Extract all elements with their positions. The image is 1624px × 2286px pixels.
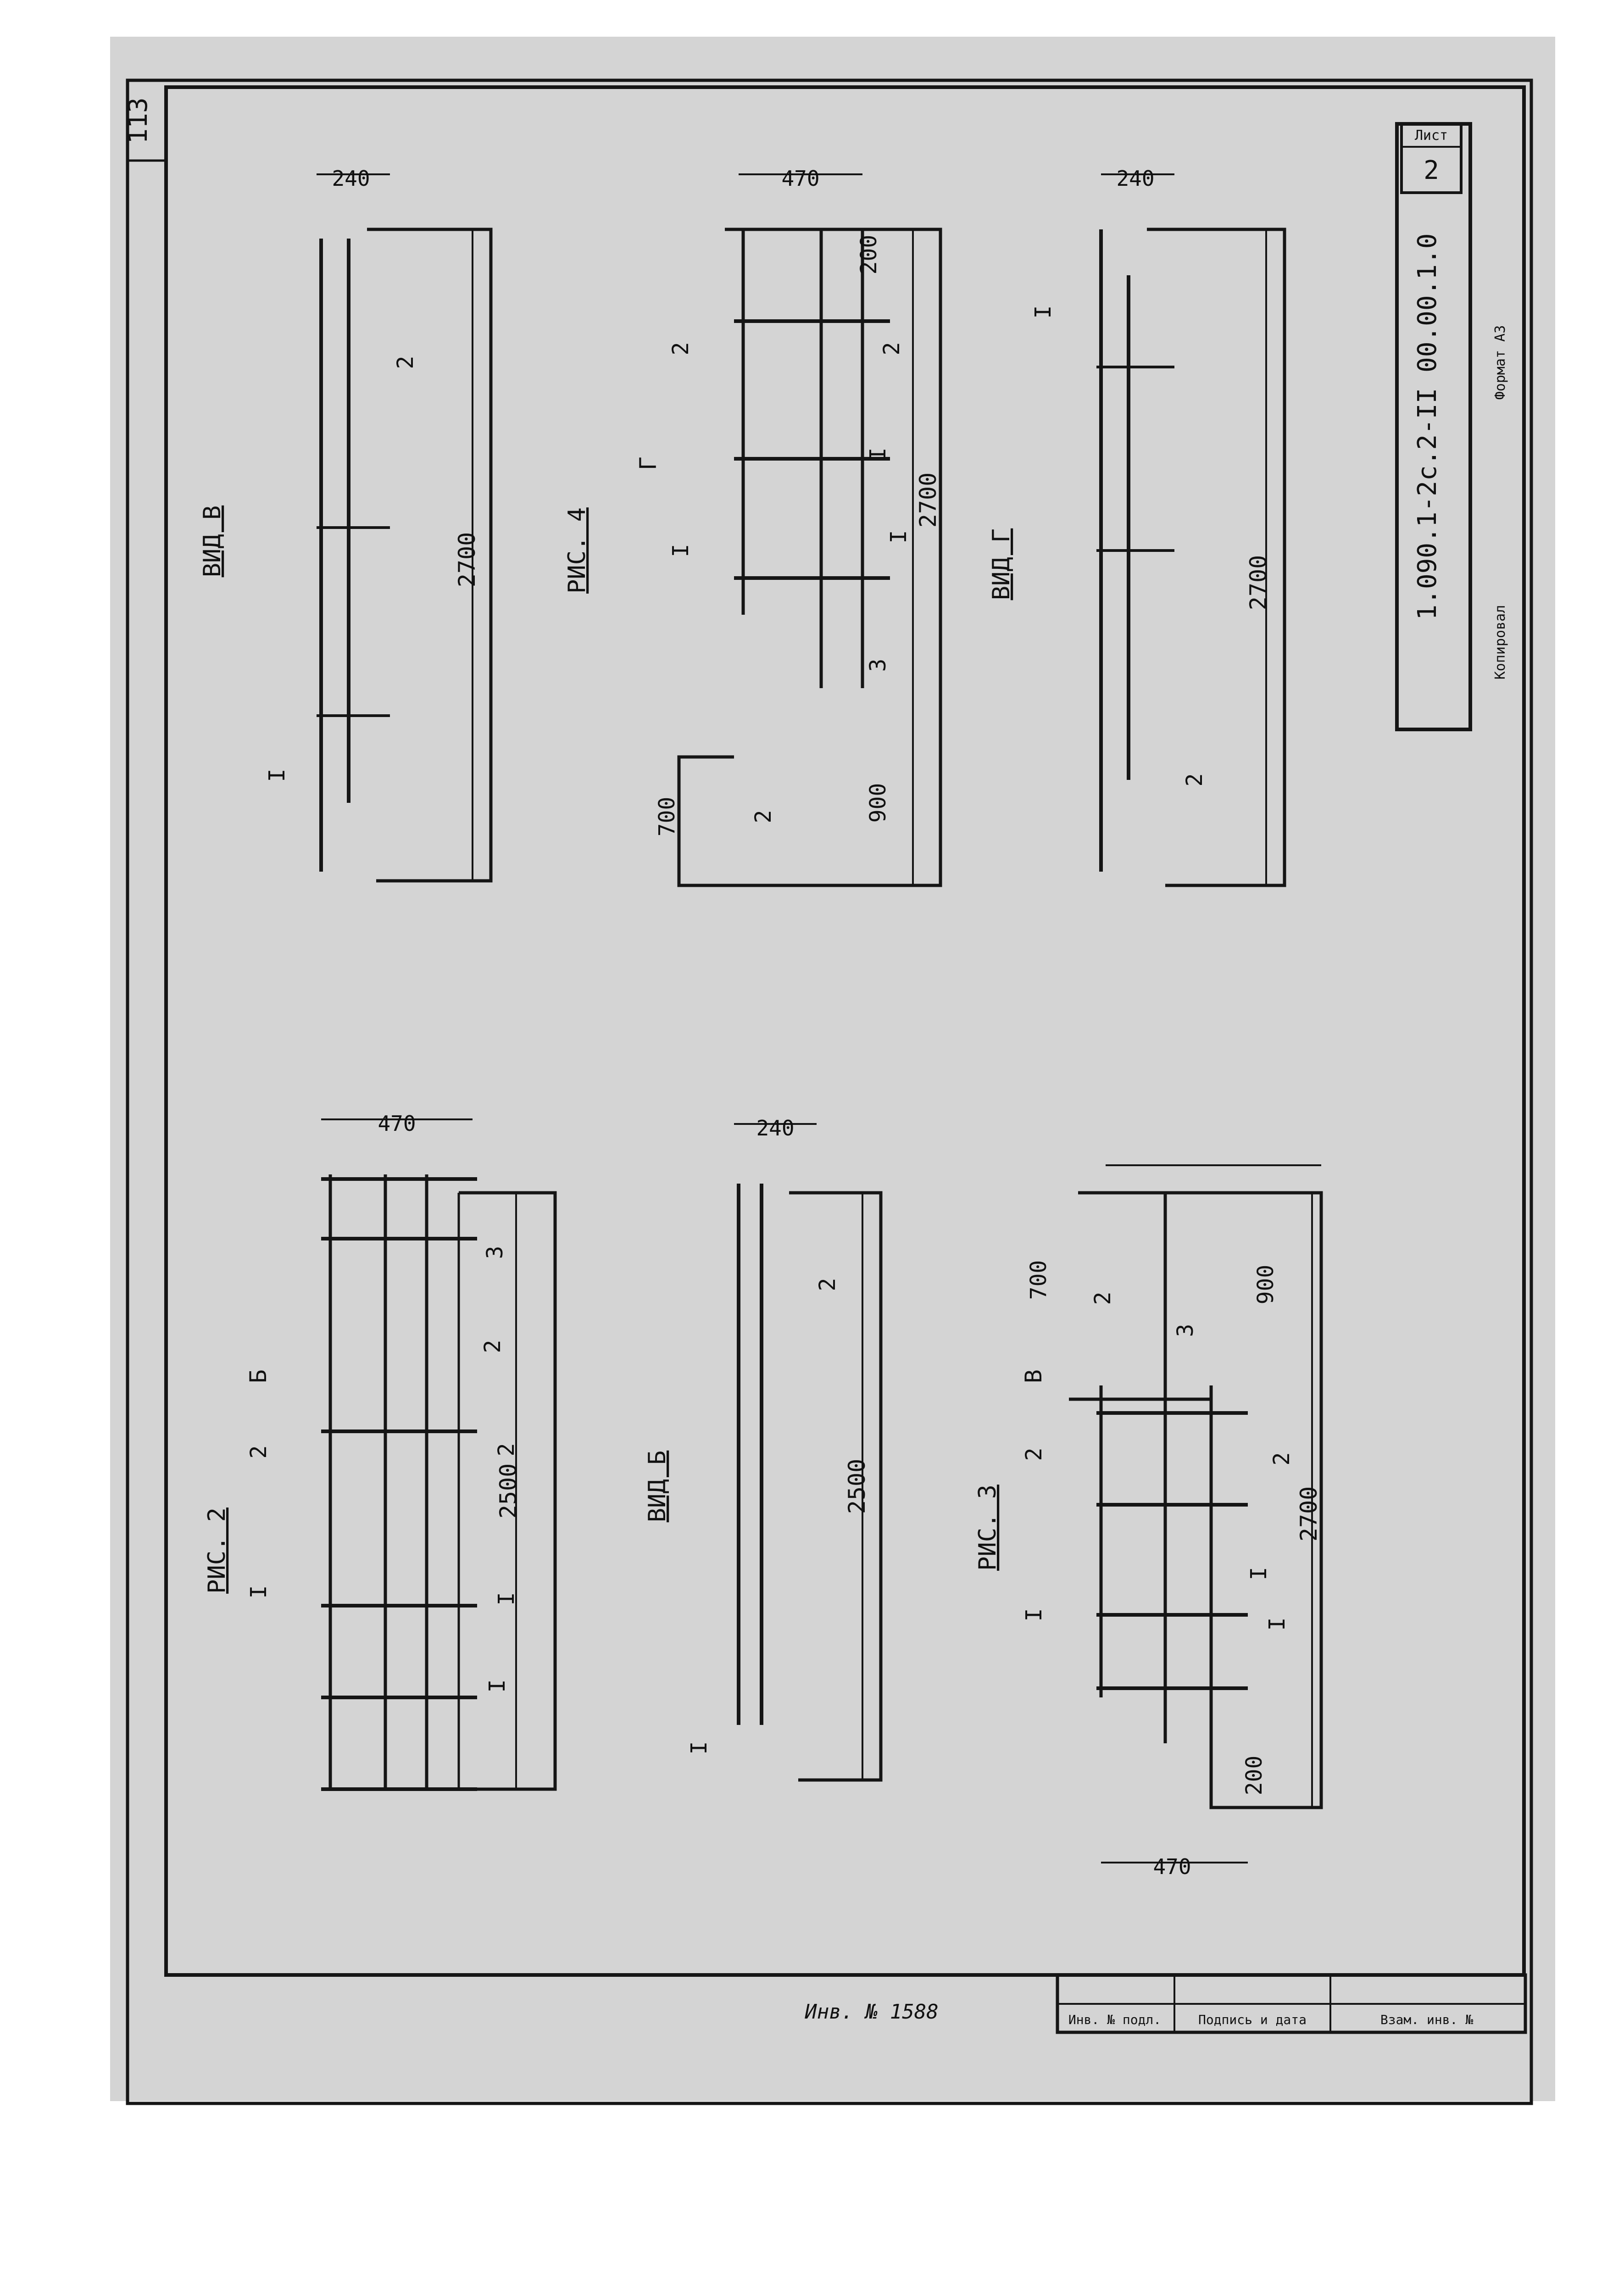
figure-fig3: 700 900 2700 200 470 РИС. 3 В I 2 I 2 I … [974, 1164, 1323, 1879]
fig2-mark-4: 2 [494, 1443, 519, 1457]
stamp-inv-cell: Инв. № подл. [1068, 2012, 1161, 2027]
fig2-view-arrow: Б [245, 1369, 272, 1383]
stamp-sign-cell: Подпись и дата [1198, 2012, 1307, 2027]
fig2-leader-1: I [484, 1680, 510, 1693]
fig3-width-label: 470 [1153, 1854, 1191, 1879]
fig4-leader-2: 2 [751, 810, 776, 823]
fig3-mark-3: I [1264, 1618, 1290, 1631]
fig2-width-label: 470 [378, 1111, 416, 1136]
fig4-leader-1: I [865, 448, 891, 461]
view-v-title: ВИД В [199, 506, 226, 578]
view-v-length-label: 2700 [454, 532, 480, 587]
fig3-mark-4: 2 [1269, 1452, 1295, 1466]
stamp-replace-cell: Взам. инв. № [1380, 2012, 1473, 2027]
fig3-mark-2: 2 [1021, 1448, 1047, 1461]
scanned-sheet [110, 37, 1555, 2101]
fig4-mark-2: 2 [668, 342, 694, 356]
figure-view-b: 240 2500 ВИД Б I 2 [644, 1116, 883, 1782]
view-v-width-label: 240 [332, 166, 370, 191]
fig2-mark-3: I [494, 1592, 519, 1606]
view-b-title: ВИД Б [644, 1451, 671, 1523]
view-b-outline [789, 1191, 883, 1782]
fig4-mark-1: I [668, 544, 694, 557]
fig2-outline [459, 1191, 557, 1791]
designation-text: 1.090.1-2с.2-II 00.00.1.0 [1413, 234, 1442, 620]
fig4-leader-3: 3 [865, 659, 891, 672]
view-b-leader-1: I [686, 1741, 712, 1755]
view-g-title: ВИД Г [988, 528, 1015, 601]
sheet-label: Лист [1415, 128, 1448, 144]
fig3-leader-3: 3 [1173, 1324, 1198, 1337]
fig3-end-label: 200 [1241, 1756, 1267, 1796]
fig4-end-label: 200 [856, 235, 882, 275]
figure-fig4: 470 200 2700 700 900 РИС. 4 Г I 2 I 2 I … [563, 166, 942, 887]
fig3-rods [1096, 1411, 1248, 1690]
margin-handwriting: Инв. № 1588 [804, 2000, 938, 2024]
view-b-leader-2: 2 [815, 1278, 840, 1291]
fig4-view-arrow: Г [635, 456, 662, 470]
fig4-length-label: 2700 [915, 473, 941, 528]
fig3-mark-1: I [1021, 1608, 1047, 1622]
view-g-leader-1: I [1030, 306, 1056, 319]
fig2-leader-3: 3 [482, 1246, 508, 1259]
view-v-outline [367, 228, 493, 883]
fig3-step-b-label: 900 [1253, 1265, 1279, 1305]
view-v-leader-1: I [264, 769, 290, 782]
fig2-bars [328, 1174, 428, 1789]
fig4-outline [677, 228, 942, 887]
fig4-title: РИС. 4 [563, 507, 591, 594]
view-v-leader-2: 2 [393, 356, 418, 369]
fig4-step-a-label: 700 [654, 797, 680, 837]
fig4-mark-3: I [886, 530, 912, 544]
fig4-width-label: 470 [781, 166, 819, 191]
side-stamp: Инв. № подл. Подпись и дата Взам. инв. №… [804, 1973, 1527, 2034]
view-g-leader-2: 2 [1182, 773, 1207, 787]
view-b-width-label: 240 [756, 1116, 794, 1140]
view-b-length-label: 2500 [844, 1459, 870, 1514]
copied-label: Копировал [1492, 605, 1508, 680]
format-label: Формат А3 [1492, 325, 1508, 400]
fig2-mark-1: I [246, 1585, 272, 1599]
view-v-rods [319, 239, 350, 872]
sheet-number-box [1400, 122, 1463, 194]
fig2-rods [321, 1177, 477, 1791]
fig2-length-label: 2500 [495, 1463, 522, 1518]
view-g-outline [1147, 228, 1286, 887]
title-block: 1.090.1-2с.2-II 00.00.1.0 Лист 2 Формат … [1395, 122, 1508, 731]
sheet-corner-number: 113 [123, 97, 153, 144]
fig3-title: РИС. 3 [974, 1485, 1001, 1571]
fig4-step-b-label: 900 [865, 783, 891, 823]
fig3-bars [1099, 1193, 1213, 1743]
fig2-leader-2: 2 [480, 1340, 506, 1353]
view-b-rods [737, 1184, 763, 1725]
fig2-mark-2: 2 [246, 1446, 272, 1459]
fig3-outline [1069, 1191, 1323, 1809]
figure-view-v: 240 2700 ВИД В I 2 [199, 166, 493, 883]
figure-fig2: 470 2500 РИС. 2 Б I 2 I 2 I 2 3 [203, 1111, 557, 1791]
view-g-length-label: 2700 [1245, 555, 1272, 610]
sheet-number: 2 [1424, 156, 1439, 185]
view-g-width-label: 240 [1116, 166, 1154, 191]
fig3-step-a-label: 700 [1026, 1260, 1051, 1300]
outer-frame [126, 78, 1533, 2105]
fig3-view-arrow: В [1020, 1369, 1047, 1383]
fig4-mark-4: 2 [879, 342, 905, 356]
figure-view-g: 240 2700 ВИД Г I 2 [988, 166, 1286, 887]
fig3-length-label: 2700 [1296, 1486, 1322, 1541]
fig4-bars [741, 229, 864, 688]
inner-frame [164, 85, 1526, 1977]
fig2-title: РИС. 2 [203, 1507, 231, 1594]
fig3-leader-2: 2 [1090, 1292, 1116, 1305]
fig3-leader-1: I [1246, 1567, 1272, 1580]
